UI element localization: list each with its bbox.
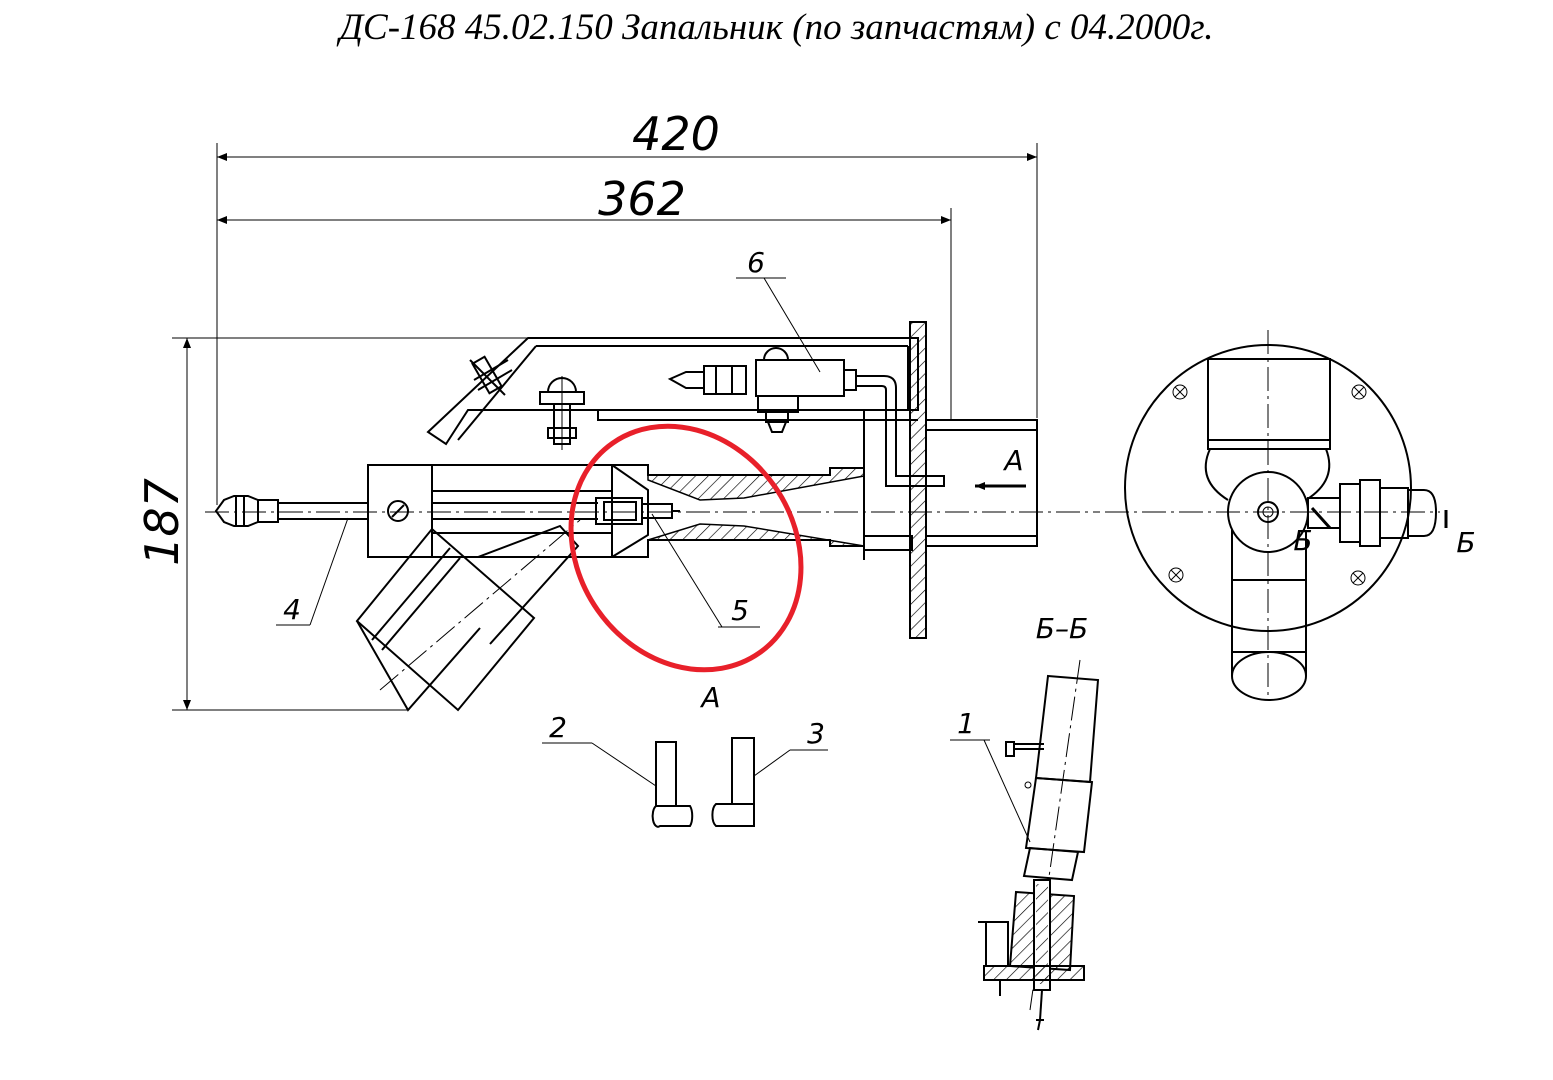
bolt-upper-left: [469, 355, 513, 396]
inclined-inlet-pipe: [355, 519, 581, 712]
svg-text:1: 1: [957, 707, 975, 740]
view-a-arrow: A: [975, 444, 1026, 490]
electrode-3: [711, 737, 755, 827]
view-a: A 2 3: [542, 681, 828, 828]
section-mark-right: Б: [1456, 526, 1475, 559]
dimension-420-label: 420: [632, 107, 720, 161]
view-a-arrow-label: A: [1002, 444, 1023, 477]
callout-6: 6: [736, 246, 821, 373]
section-mark-left: Б: [1293, 524, 1312, 557]
electrode-assembly-6: [667, 347, 945, 487]
callout-5: 5: [651, 513, 760, 628]
view-a-title: A: [699, 681, 720, 714]
side-fitting: [1307, 479, 1438, 547]
svg-text:5: 5: [731, 594, 749, 627]
callout-1: 1: [950, 707, 1031, 843]
section-bb-title: Б–Б: [1036, 612, 1088, 645]
svg-text:4: 4: [283, 593, 301, 626]
exit-pipe: [926, 419, 1038, 547]
mounting-hole-icons: [1168, 384, 1367, 586]
dimension-187-label: 187: [135, 478, 189, 566]
callout-4: 4: [276, 517, 349, 626]
front-view: Б Б: [1105, 330, 1476, 701]
dimension-420: 420: [216, 107, 1038, 505]
mounting-flange: [909, 321, 927, 639]
section-bb: Б–Б 1: [950, 612, 1100, 1031]
electrode-2: [651, 741, 694, 828]
callout-3: 3: [753, 717, 828, 777]
bolt-center: [539, 376, 585, 450]
dimension-362: 362: [217, 172, 952, 420]
dimension-187: 187: [135, 337, 528, 711]
burner-tube: [367, 419, 918, 560]
dimension-362-label: 362: [598, 172, 686, 226]
callout-2: 2: [542, 711, 657, 787]
highlight-ellipse: [568, 423, 804, 673]
svg-text:6: 6: [747, 246, 765, 279]
igniter-side-view: A 6: [205, 246, 1100, 712]
svg-text:2: 2: [549, 711, 567, 744]
svg-text:3: 3: [807, 717, 825, 750]
drawing-title: ДС-168 45.02.150 Запальник (по запчастям…: [339, 7, 1214, 48]
